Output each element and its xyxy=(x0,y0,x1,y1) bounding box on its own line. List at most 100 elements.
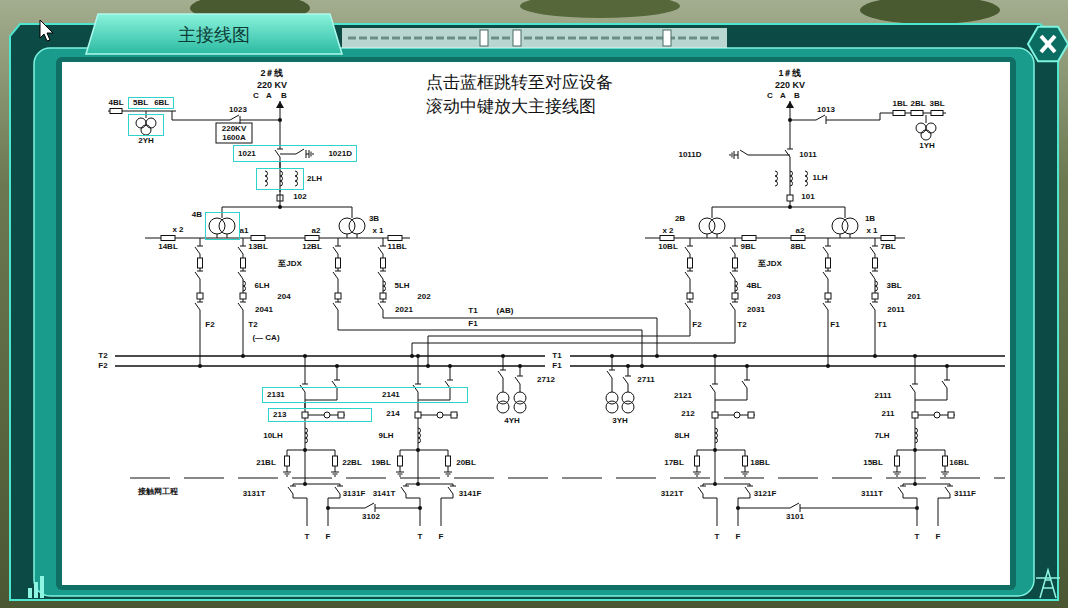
tree xyxy=(860,0,1000,24)
junction-dot xyxy=(416,354,420,358)
equipment-label: 12BL xyxy=(301,243,323,251)
equipment-label: 3YH xyxy=(611,417,629,425)
transformer-winding xyxy=(832,218,848,234)
breaker-symbol xyxy=(335,293,341,299)
equipment-label: 1＃线 xyxy=(777,69,802,78)
wire-line xyxy=(748,155,790,156)
breaker-symbol xyxy=(240,293,246,299)
junction-dot xyxy=(303,448,307,452)
ct-coil xyxy=(383,281,386,291)
switch-contact xyxy=(197,302,203,303)
pt-winding xyxy=(606,401,618,413)
junction-dot xyxy=(448,364,452,368)
jump-link-box: 5BL6BL xyxy=(128,97,174,109)
ct-coil xyxy=(243,281,246,291)
incoming-arrow xyxy=(786,101,794,108)
equipment-label: a2 xyxy=(795,227,806,235)
ground-symbol xyxy=(313,153,314,155)
corner-icon xyxy=(34,582,38,598)
current-transformer-tube xyxy=(305,236,319,241)
junction-dot xyxy=(626,364,630,368)
equipment-label: 220 KV xyxy=(774,81,806,90)
fuse-symbol xyxy=(398,456,403,466)
fuse-symbol xyxy=(381,258,386,268)
equipment-label: 7BL xyxy=(879,243,896,251)
junction-dot xyxy=(518,364,522,368)
junction-dot xyxy=(426,364,430,368)
pt-winding xyxy=(916,123,926,133)
title-strip-mark xyxy=(480,30,488,46)
ct-coil xyxy=(715,428,718,443)
junction-dot xyxy=(826,364,830,368)
current-transformer-tube xyxy=(251,236,265,241)
jump-link-box: 21312141 xyxy=(262,387,468,403)
jump-link-box: 10211021D xyxy=(233,145,357,162)
equipment-label: 1013 xyxy=(816,106,836,114)
transformer-lead xyxy=(850,234,851,238)
equipment-label: 6LH xyxy=(253,282,270,290)
wire-line xyxy=(280,168,281,192)
transformer-winding xyxy=(699,218,715,234)
switch-contact xyxy=(290,486,296,487)
instruction-text: 滚动中键放大主接线图 xyxy=(425,98,597,115)
panel-frame xyxy=(10,24,1058,600)
equipment-label: 2LH xyxy=(306,175,323,183)
breaker-symbol xyxy=(712,412,718,418)
equipment-label: x 2 xyxy=(661,227,674,235)
junction-dot xyxy=(335,364,339,368)
switch-contact xyxy=(302,384,308,385)
fuse-symbol xyxy=(943,456,948,466)
ground-symbol xyxy=(943,474,948,475)
breaker-symbol xyxy=(197,293,203,299)
equipment-label: (AB) xyxy=(496,307,515,315)
junction-dot xyxy=(913,448,917,452)
wire-connector xyxy=(222,190,280,212)
transformer-winding xyxy=(709,218,725,234)
equipment-label: 3102 xyxy=(361,513,381,521)
equipment-label: 2BL xyxy=(909,100,926,108)
switch-contact xyxy=(625,376,631,377)
wire-line xyxy=(280,207,352,218)
equipment-label: T1 xyxy=(467,307,478,315)
switch-blade xyxy=(685,272,690,279)
switch-blade xyxy=(333,247,338,254)
equipment-label: 16BL xyxy=(948,459,970,467)
ground-symbol xyxy=(447,476,449,477)
switch-blade xyxy=(870,247,875,254)
switch-blade xyxy=(740,150,748,155)
equipment-label: 20BL xyxy=(455,459,477,467)
bypass-symbol xyxy=(934,412,940,418)
switch-blade xyxy=(742,381,747,388)
equipment-label: F1 xyxy=(467,320,478,328)
equipment-label: 3BL xyxy=(928,100,945,108)
equipment-label: 4YH xyxy=(503,417,521,425)
switch-blade xyxy=(823,303,828,310)
ground-symbol xyxy=(446,474,451,475)
equipment-label: 7LH xyxy=(873,432,890,440)
pt-winding xyxy=(497,401,509,413)
bypass-symbol xyxy=(734,412,740,418)
switch-blade xyxy=(335,487,340,494)
equipment-label: T2 xyxy=(736,321,747,329)
ground-symbol xyxy=(944,476,946,477)
equipment-label: 2011 xyxy=(886,306,905,314)
junction-dot xyxy=(788,118,792,122)
transformer-lead xyxy=(347,234,348,238)
pt-winding xyxy=(146,118,156,128)
fuse-symbol xyxy=(198,258,203,268)
switch-blade xyxy=(448,487,453,494)
current-transformer-tube xyxy=(660,236,674,241)
ground-symbol xyxy=(743,474,748,475)
equipment-label: 17BL xyxy=(663,459,685,467)
switch-blade xyxy=(870,303,875,310)
wire-line xyxy=(428,238,690,366)
switch-blade xyxy=(333,272,338,279)
equipment-label: 3121F xyxy=(753,490,778,498)
corner-icon xyxy=(40,576,44,598)
fuse-symbol xyxy=(241,258,246,268)
pt-winding xyxy=(622,401,634,413)
junction-dot xyxy=(610,354,614,358)
fuse-symbol xyxy=(333,456,338,466)
ground-symbol xyxy=(396,472,404,473)
